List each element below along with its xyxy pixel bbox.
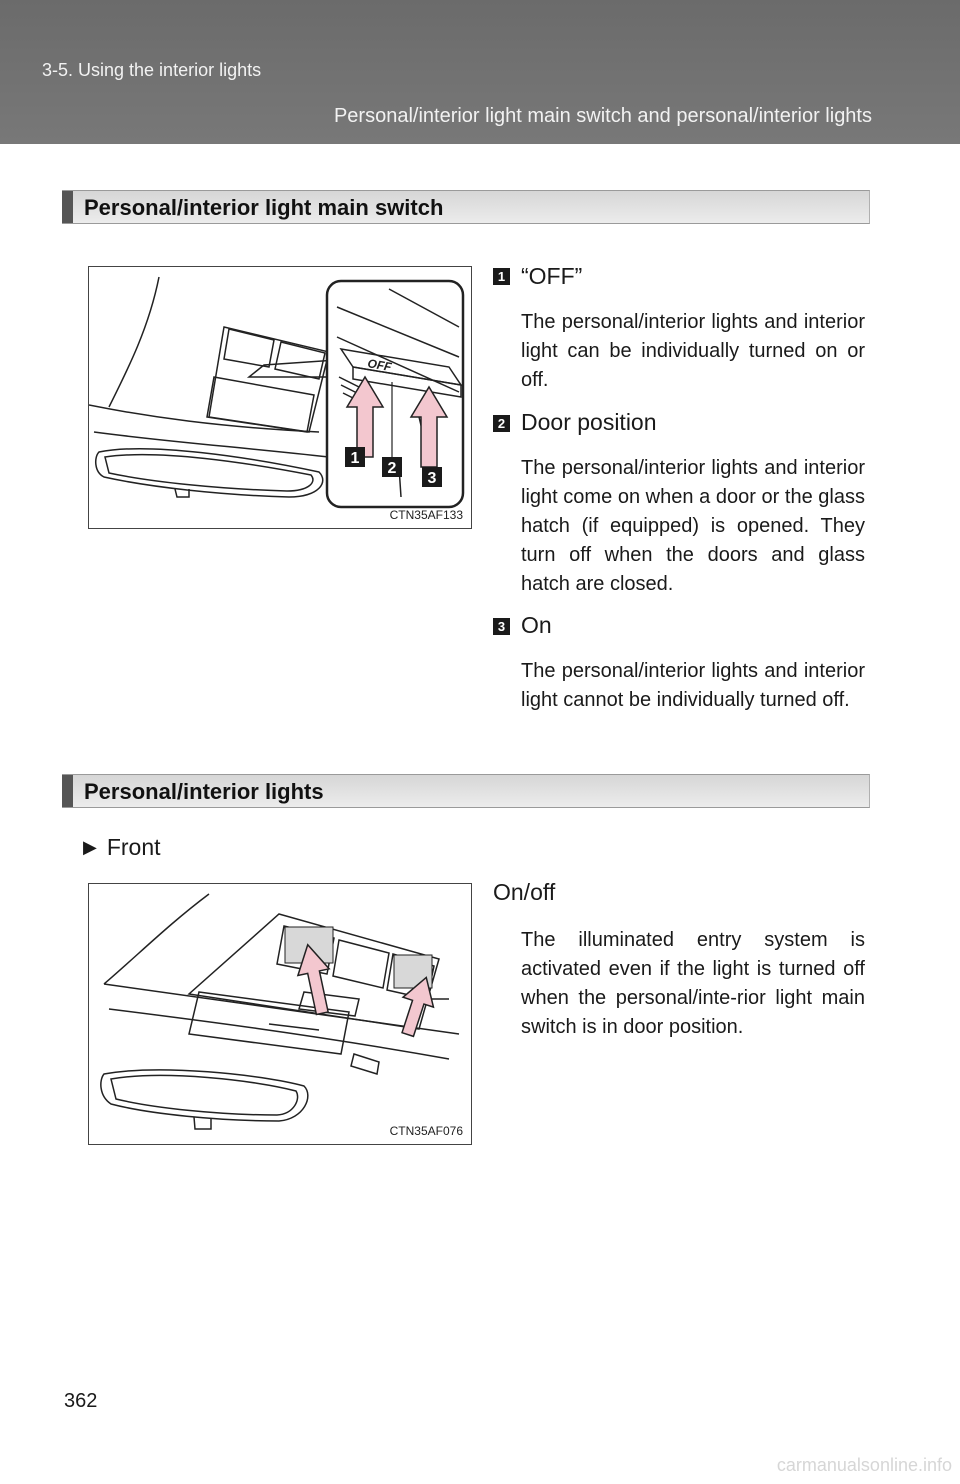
page-header: 3-5. Using the interior lights Personal/… [0,0,960,144]
item-label-on: On [521,612,552,638]
item-label-onoff: On/off [493,879,556,905]
callout-3: 3 [428,470,437,487]
heading-text: Personal/interior lights [84,779,324,804]
triangle-bullet-icon: ▶ [83,837,97,857]
heading-bar [62,191,73,223]
item-label-off: “OFF” [521,263,583,289]
heading-bar [62,775,73,807]
section-title: Personal/interior light main switch and … [333,105,872,127]
callout-2: 2 [388,460,397,477]
section-heading-main-switch: Personal/interior light main switch [62,190,870,224]
figure-front-lights: CTN35AF076 [88,883,472,1145]
bullet-text: Front [106,834,161,860]
item-text-onoff: The illuminated entry system is activate… [521,929,865,1038]
bullet-front: ▶ Front [83,834,161,861]
chapter-title: 3-5. Using the interior lights [42,60,262,80]
switch-off-text: OFF [366,356,393,374]
illustration-main-switch: OFF 1 2 3 [89,276,465,509]
item-number-icon: 3 [493,618,510,635]
figure-main-switch: OFF 1 2 3 CTN35AF133 [88,266,472,529]
heading-text: Personal/interior light main switch [84,195,444,220]
item-label-door: Door position [521,409,657,435]
item-number-icon: 1 [493,268,510,285]
item-number-icon: 2 [493,415,510,432]
page-number: 362 [64,1390,98,1412]
figure-code: CTN35AF133 [389,508,463,522]
item-text-on: The personal/interior lights and interio… [521,660,865,711]
watermark: carmanualsonline.info [776,1455,952,1475]
figure-code: CTN35AF076 [389,1124,463,1138]
callout-1: 1 [351,450,360,467]
item-text-door: The personal/interior lights and interio… [521,457,865,595]
section-heading-lights: Personal/interior lights [62,774,870,808]
item-text-off: The personal/interior lights and interio… [521,311,865,391]
illustration-front-lights [100,893,460,1130]
